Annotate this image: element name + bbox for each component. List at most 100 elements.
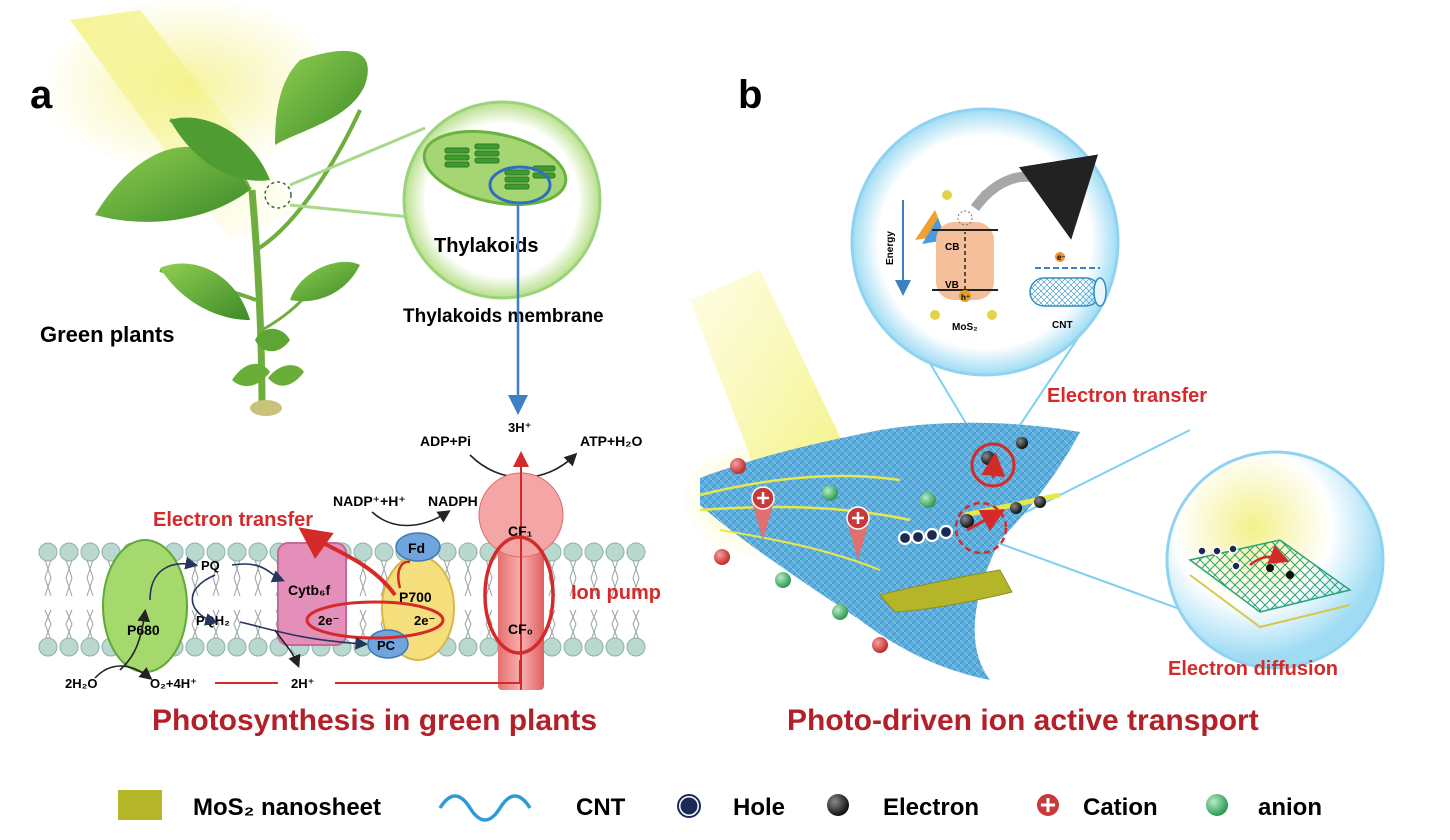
p700-label: P700 <box>399 589 432 605</box>
two-h-label: 2H⁺ <box>291 676 314 691</box>
lipid-head <box>584 637 604 657</box>
ion-pump-label: Ion pump <box>571 582 661 604</box>
hole-dot <box>897 530 913 546</box>
lipid-head <box>458 542 478 562</box>
anion-particles <box>775 485 936 620</box>
electron-diffusion-ring <box>954 501 1008 555</box>
lipid-head <box>227 542 247 562</box>
panel-b: b <box>680 73 1385 737</box>
adp-label: ADP+Pi <box>420 433 471 449</box>
hole-particles <box>897 524 954 546</box>
lipid-head <box>206 542 226 562</box>
legend-hole-swatch <box>677 794 701 818</box>
water-label: 2H₂O <box>65 676 98 691</box>
green-plants-label: Green plants <box>40 322 174 347</box>
lipid-head <box>458 637 478 657</box>
hole-dot <box>910 529 926 545</box>
lipid-head <box>374 542 394 562</box>
cnt-small-label: CNT <box>1052 320 1073 331</box>
legend-hole-label: Hole <box>733 794 785 821</box>
free-cation-balls <box>714 458 888 653</box>
lipid-head <box>542 637 562 657</box>
two-electron-ring <box>305 600 445 640</box>
two-e-left-label: 2e⁻ <box>318 613 339 628</box>
lipid-head <box>38 542 58 562</box>
cation-plus <box>757 492 769 504</box>
lipid-head <box>59 542 79 562</box>
pq-cycle-arrow-2 <box>191 574 219 626</box>
mos2-lattice <box>1188 539 1352 629</box>
legend-mos2-swatch <box>118 790 162 820</box>
water-to-p680-arrow <box>119 608 151 671</box>
vb-label: VB <box>945 280 959 291</box>
electron-transfer-label-a: Electron transfer <box>153 509 313 531</box>
legend-cnt-swatch <box>438 794 532 822</box>
panel-b-title: Photo-driven ion active transport <box>787 704 1259 737</box>
lipid-head <box>59 637 79 657</box>
pc-label: PC <box>377 638 396 653</box>
electron-diffusion-arrow-b <box>966 509 1006 532</box>
lipid-head <box>80 542 100 562</box>
cb-label: CB <box>945 242 959 253</box>
lipid-head <box>605 542 625 562</box>
legend-cnt-label: CNT <box>576 794 626 821</box>
thylakoids-label: Thylakoids <box>434 235 538 257</box>
panel-b-letter: b <box>738 73 762 117</box>
lipid-head <box>206 637 226 657</box>
lipid-head <box>80 637 100 657</box>
legend-cation-plus <box>1041 798 1055 812</box>
lipid-head <box>626 542 646 562</box>
hole-small-label: h⁺ <box>961 293 970 302</box>
cytb6f-label: Cytb₆f <box>288 582 330 598</box>
cation-particles <box>751 486 870 560</box>
legend-cation-label: Cation <box>1083 794 1158 821</box>
two-e-right-label: 2e⁻ <box>414 613 435 628</box>
lipid-head <box>248 637 268 657</box>
p680-label: P680 <box>127 622 160 638</box>
proton-gradient-line <box>215 660 521 684</box>
nadp-reduction-arrow <box>371 510 451 527</box>
lipid-head <box>227 637 247 657</box>
zoom-cone <box>289 126 426 220</box>
fd-label: Fd <box>408 540 425 556</box>
legend-mos2-label: MoS₂ nanosheet <box>193 794 381 821</box>
panel-a: a Green plants <box>30 0 661 737</box>
lipid-head <box>563 637 583 657</box>
electron-transfer-ring <box>970 442 1016 488</box>
cf1-label: CF₁ <box>508 523 533 539</box>
cf0-label: CF₀ <box>508 621 533 637</box>
cation-pin <box>847 522 869 560</box>
lipid-head <box>437 542 457 562</box>
legend: MoS₂ nanosheet CNT Hole Electron Cation … <box>118 790 1322 822</box>
hole-dot <box>924 527 940 543</box>
legend-anion-label: anion <box>1258 794 1322 821</box>
nadph-label: NADPH <box>428 493 478 509</box>
cation-pin <box>752 502 774 540</box>
cation-plus <box>852 512 864 524</box>
three-h-label: 3H⁺ <box>508 420 531 435</box>
cnt-membrane <box>699 422 1080 680</box>
pq-cycle-arrow-4 <box>239 621 369 650</box>
plant-illustration <box>95 50 368 416</box>
electron-small-label: e⁻ <box>1057 253 1066 262</box>
lipid-head <box>479 637 499 657</box>
electron-transfer-label-b: Electron transfer <box>1047 385 1207 407</box>
nadp-label: NADP⁺+H⁺ <box>333 493 406 509</box>
oxygen-label: O₂+4H⁺ <box>150 676 197 691</box>
lipid-head <box>185 637 205 657</box>
pq-cycle-arrows <box>149 556 199 601</box>
mos2-small-label: MoS₂ <box>952 322 978 333</box>
ion-pump-ring <box>483 535 555 655</box>
lipid-head <box>584 542 604 562</box>
legend-electron-label: Electron <box>883 794 979 821</box>
lipid-head <box>38 637 58 657</box>
proton-arrow-2h <box>274 629 301 668</box>
pq-label: PQ <box>201 558 220 573</box>
lipid-head <box>626 637 646 657</box>
chloroplast-illustration <box>422 130 568 206</box>
pq-cycle-arrow-3 <box>231 563 285 583</box>
p680-complex <box>102 539 188 673</box>
energy-label: Energy <box>885 231 896 265</box>
panel-a-title: Photosynthesis in green plants <box>152 704 597 737</box>
